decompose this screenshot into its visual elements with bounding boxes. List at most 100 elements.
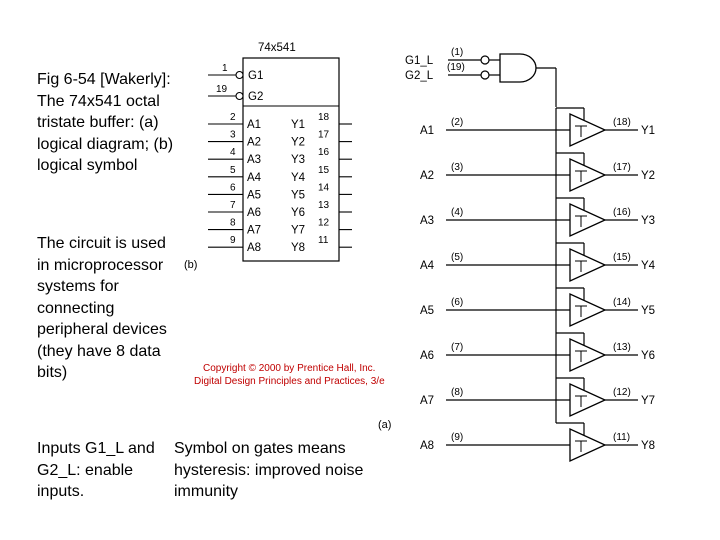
symbol-input-pin-number: 6 — [230, 182, 236, 193]
enable-name: G2_L — [405, 70, 434, 82]
copyright-line1: Copyright © 2000 by Prentice Hall, Inc. — [203, 363, 375, 374]
symbol-output-pin-number: 17 — [318, 130, 330, 141]
symbol-title: 74x541 — [258, 42, 296, 54]
symbol-output-pin-number: 16 — [318, 147, 330, 158]
tristate-buffer — [569, 427, 607, 463]
buffer-input-name: A3 — [420, 215, 434, 227]
symbol-input-name: A2 — [247, 137, 261, 149]
buffer-output-name: Y7 — [641, 395, 655, 407]
buffer-output-name: Y2 — [641, 170, 655, 182]
buffer-row: A3 (4) (16) Y3 — [420, 197, 655, 243]
enable-pin-number: (19) — [447, 62, 465, 73]
enable-inputs: G1_L(1)G2_L(19) — [405, 47, 481, 82]
hysteresis-icon — [575, 215, 587, 227]
symbol-input-pin-number: 4 — [230, 147, 236, 158]
buffer-output-name: Y5 — [641, 305, 655, 317]
and-gate — [499, 53, 537, 83]
symbol-input-name: A6 — [247, 207, 261, 219]
symbol-label: (b) — [184, 259, 197, 271]
buffer-input-name: A7 — [420, 395, 434, 407]
symbol-input-name: A4 — [247, 172, 262, 184]
buffer-row: A4 (5) (15) Y4 — [420, 242, 656, 288]
diagram-label: (a) — [378, 419, 391, 431]
enable-name: G1_L — [405, 55, 434, 67]
buffer-input-name: A1 — [420, 125, 434, 137]
symbol-input-name: A7 — [247, 225, 261, 237]
symbol-output-pin-number: 11 — [318, 235, 329, 246]
symbol-output-name: Y4 — [291, 172, 306, 184]
symbol-input-pin-number: 9 — [230, 235, 236, 246]
buffer-row: A6 (7) (13) Y6 — [420, 332, 655, 378]
symbol-input-pin-number: 7 — [230, 200, 236, 211]
symbol-output-name: Y6 — [291, 207, 305, 219]
symbol-enable-bubble — [235, 91, 244, 101]
hysteresis-icon — [575, 260, 587, 272]
tristate-buffer — [569, 337, 607, 373]
symbol-input-name: A3 — [247, 154, 261, 166]
buffer-input-name: A2 — [420, 170, 434, 182]
hysteresis-icon — [575, 170, 587, 182]
symbol-input-pin-number: 3 — [230, 130, 236, 141]
symbol-output-name: Y8 — [291, 242, 305, 254]
symbol-output-pin-number: 12 — [318, 218, 330, 229]
tristate-buffer — [569, 292, 607, 328]
buffer-input-pin-number: (3) — [451, 162, 463, 173]
buffer-output-name: Y3 — [641, 215, 655, 227]
enable-bubble-1 — [480, 55, 490, 65]
buffer-row: A8(9)(11)Y8 — [420, 422, 655, 463]
buffer-output-name: Y8 — [641, 440, 655, 452]
symbol-enable-pin-number: 1 — [222, 63, 228, 74]
symbol-enable-name: G1 — [248, 70, 263, 82]
buffer-output-name: Y1 — [641, 125, 655, 137]
buffer-input-name: A6 — [420, 350, 434, 362]
symbol-output-name: Y5 — [291, 189, 305, 201]
hysteresis-symbol-note: Symbol on gates means hysteresis: improv… — [174, 440, 364, 500]
hysteresis-icon — [575, 350, 587, 362]
symbol-output-name: Y1 — [291, 119, 305, 131]
buffer-row: A1 (2) (18) Y1 — [420, 107, 655, 153]
buffer-row: A5(6)(14)Y5 — [420, 287, 655, 333]
circuit-usage-note: The circuit is used in microprocessor sy… — [37, 235, 167, 381]
symbol-output-name: Y3 — [291, 154, 305, 166]
symbol-output-pin-number: 18 — [318, 112, 330, 123]
tristate-buffer — [569, 202, 607, 238]
tristate-buffer — [569, 382, 607, 418]
buffer-output-pin-number: (18) — [613, 117, 631, 128]
figure-caption: Fig 6-54 [Wakerly]: The 74x541 octal tri… — [37, 71, 174, 174]
buffer-output-pin-number: (17) — [613, 162, 631, 173]
symbol-input-name: A8 — [247, 242, 261, 254]
buffer-input-pin-number: (4) — [451, 207, 463, 218]
buffer-input-pin-number: (5) — [451, 252, 463, 263]
buffer-output-name: Y6 — [641, 350, 655, 362]
hysteresis-icon — [575, 440, 587, 452]
buffer-row: A2 (3) (17) Y2 — [420, 152, 655, 198]
buffer-row: A7 (8) (12) Y7 — [420, 377, 655, 423]
buffer-output-pin-number: (13) — [613, 342, 631, 353]
copyright-line2: Digital Design Principles and Practices,… — [194, 376, 385, 387]
buffer-output-pin-number: (11) — [613, 432, 630, 443]
buffer-output-name: Y4 — [641, 260, 656, 272]
buffer-input-pin-number: (8) — [451, 387, 463, 398]
symbol-input-pin-number: 2 — [230, 112, 236, 123]
buffer-output-pin-number: (16) — [613, 207, 631, 218]
buffer-output-pin-number: (15) — [613, 252, 631, 263]
buffer-output-pin-number: (14) — [613, 297, 631, 308]
symbol-enable-name: G2 — [248, 91, 263, 103]
tristate-buffer — [569, 247, 607, 283]
symbol-output-pin-number: 13 — [318, 200, 330, 211]
buffer-input-name: A5 — [420, 305, 434, 317]
buffer-input-pin-number: (2) — [451, 117, 463, 128]
symbol-enable-bubble — [235, 70, 244, 80]
logical-diagram: G1_L(1)G2_L(19) A1(2)(18)Y1A2(3)(17)Y2A3… — [378, 47, 656, 463]
symbol-input-pin-number: 5 — [230, 165, 236, 176]
tristate-buffer — [569, 112, 607, 148]
buffer-output-pin-number: (12) — [613, 387, 631, 398]
buffer-input-name: A4 — [420, 260, 435, 272]
symbol-output-name: Y2 — [291, 137, 305, 149]
symbol-input-name: A1 — [247, 119, 261, 131]
buffer-input-pin-number: (7) — [451, 342, 463, 353]
